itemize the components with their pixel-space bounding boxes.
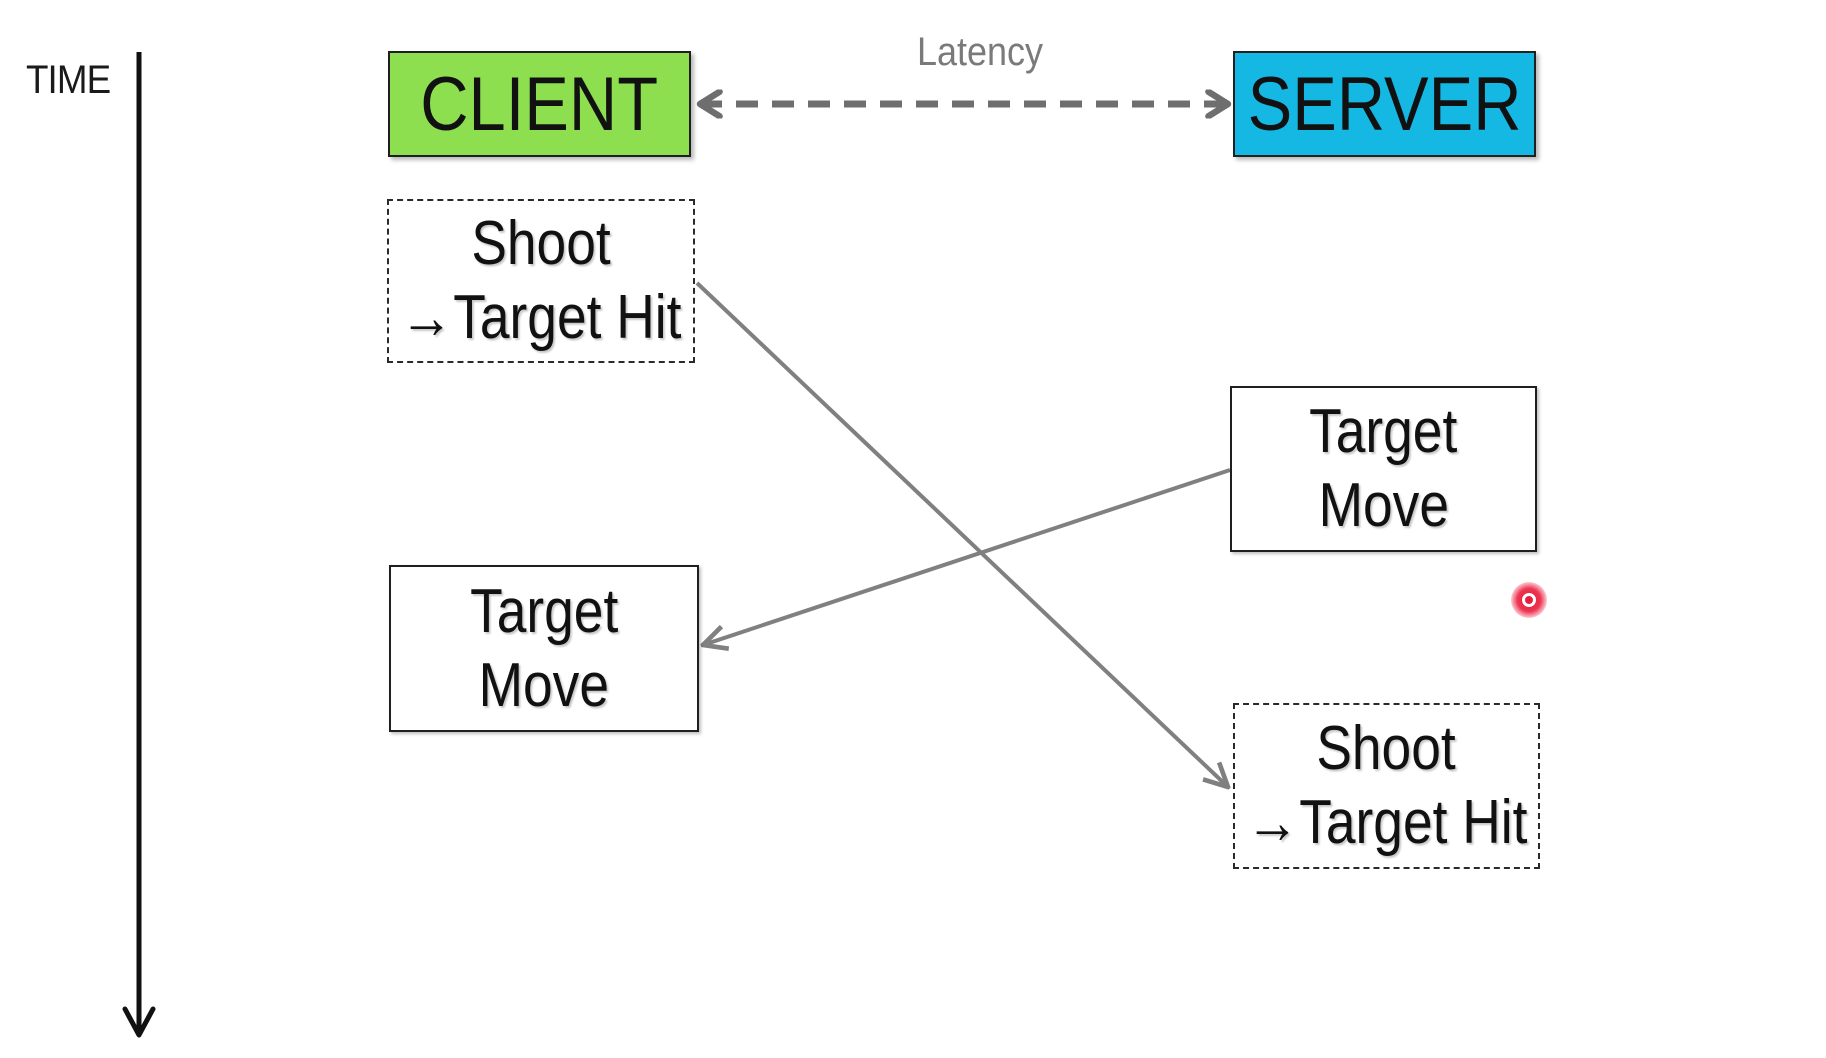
server-header-label: SERVER	[1247, 61, 1522, 147]
server-shoot-line2: →Target Hit	[1246, 786, 1528, 860]
cursor-indicator	[1511, 582, 1547, 618]
server-shoot-result: Target Hit	[1299, 788, 1528, 857]
server-move-line2: Move	[1318, 471, 1449, 540]
server-move-event: Target Move	[1230, 386, 1537, 552]
shoot-message-arrow	[695, 281, 1228, 787]
latency-label: Latency	[916, 30, 1044, 74]
client-header: CLIENT	[388, 51, 691, 157]
server-shoot-line1: Shoot	[1316, 714, 1457, 783]
client-header-label: CLIENT	[420, 61, 659, 147]
time-axis-label: TIME	[26, 58, 111, 102]
server-header: SERVER	[1233, 51, 1536, 157]
right-arrow-icon: →	[400, 283, 454, 352]
right-arrow-icon: →	[1245, 788, 1300, 857]
client-move-line1: Target	[469, 576, 619, 646]
time-axis	[122, 52, 156, 1038]
client-shoot-line1: Shoot	[471, 209, 611, 278]
server-move-line1: Target	[1309, 397, 1458, 466]
time-axis-arrowhead	[122, 1006, 156, 1038]
client-move-line2: Move	[478, 650, 610, 720]
client-shoot-line2: →Target Hit	[400, 281, 682, 355]
server-shoot-event: Shoot →Target Hit	[1233, 703, 1540, 869]
move-message-arrow	[703, 468, 1231, 645]
client-shoot-event: Shoot →Target Hit	[387, 199, 695, 363]
client-move-event: Target Move	[389, 565, 699, 732]
client-shoot-result: Target Hit	[453, 283, 682, 352]
